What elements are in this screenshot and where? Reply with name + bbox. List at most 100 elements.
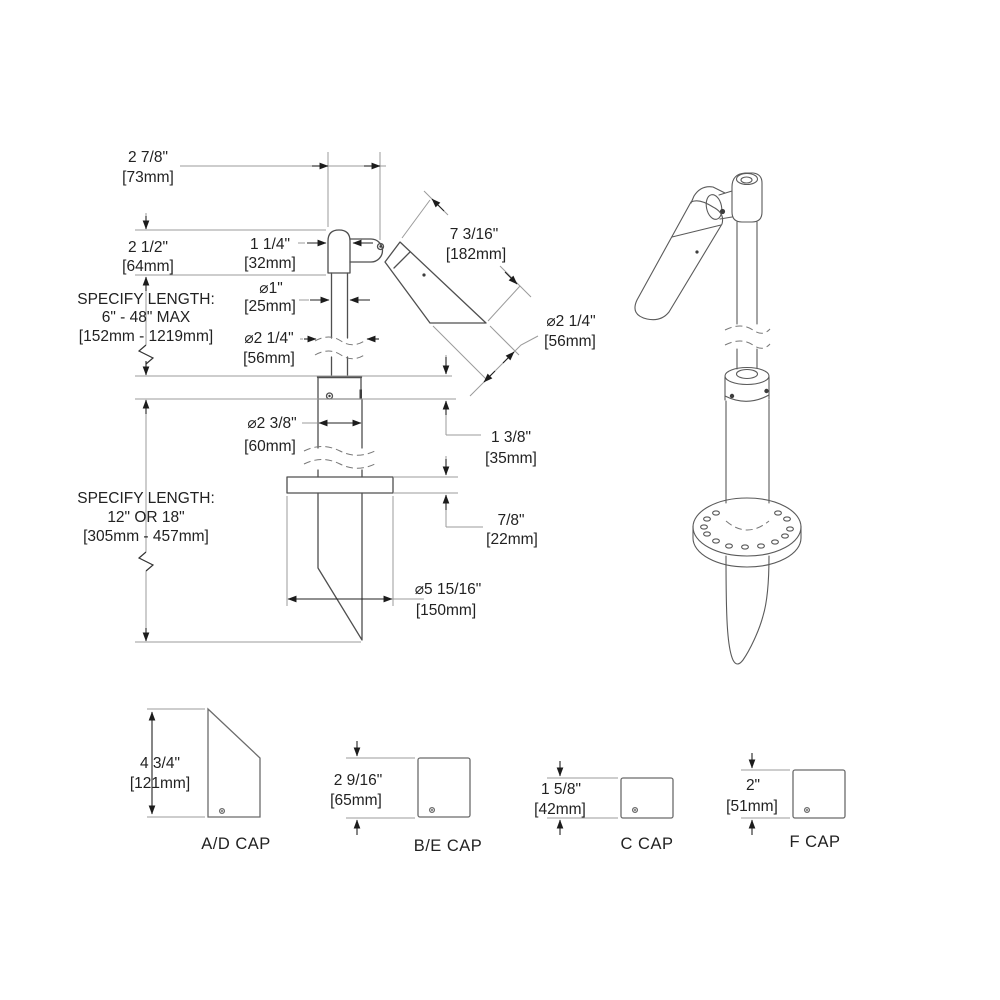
stake-outline xyxy=(317,492,363,641)
dim-stem-dia-mm: [25mm] xyxy=(244,298,296,315)
dim-stem-outer-dia-mm: [56mm] xyxy=(243,350,295,367)
iso-stem xyxy=(736,221,758,325)
dim-head-length-in: 7 3/16" xyxy=(450,226,499,243)
cap-f-label: F CAP xyxy=(789,833,840,851)
dimension-arrows xyxy=(142,162,518,642)
flange-outline xyxy=(286,476,394,494)
dim-flange-dia-in: ⌀5 15/16" xyxy=(415,581,482,598)
dim-collar-height-in: 1 3/8" xyxy=(491,429,531,446)
dim-stem-outer-dia-in: ⌀2 1/4" xyxy=(244,330,293,347)
iso-head-screw xyxy=(695,250,699,254)
cap-ad: 4 3/4" [121mm] A/D CAP xyxy=(130,707,271,853)
dim-knuckle-height-mm: [64mm] xyxy=(122,258,174,275)
iso-coupler-bottom-rim xyxy=(724,394,770,402)
cap-c-shape xyxy=(620,777,674,819)
cap-f-screw-dot xyxy=(806,809,808,811)
coupler-screw-dot xyxy=(328,394,331,398)
knuckle-outline xyxy=(327,229,351,274)
dim-knuckle-width-in: 1 1/4" xyxy=(250,236,290,253)
iso-coupler-screw xyxy=(729,393,735,399)
note-stem-length-2: 6" - 48" MAX xyxy=(102,309,191,326)
pivot-screw-icon xyxy=(376,242,385,251)
dim-head-length-mm: [182mm] xyxy=(446,246,506,263)
iso-break-line xyxy=(724,340,771,349)
dim-offset-top-in: 2 7/8" xyxy=(128,149,168,166)
coupler-side-screw xyxy=(359,389,362,399)
iso-pivot-screw xyxy=(719,208,726,215)
note-stem-length-1: SPECIFY LENGTH: xyxy=(77,291,215,308)
cap-f-screw xyxy=(803,806,811,814)
cap-be-screw xyxy=(428,806,436,814)
iso-elbow-body xyxy=(731,172,763,223)
note-stake-length-3: [305mm - 457mm] xyxy=(83,528,209,545)
dim-flange-thickness-in: 7/8" xyxy=(497,512,524,529)
dim-flange-thickness-mm: [22mm] xyxy=(486,531,538,548)
cap-be-in: 2 9/16" xyxy=(334,772,383,789)
note-stake-length-2: 12" OR 18" xyxy=(107,509,184,526)
note-stake-length-1: SPECIFY LENGTH: xyxy=(77,490,215,507)
cap-be-shape xyxy=(417,757,471,818)
break-zigzag xyxy=(137,344,155,365)
stem-break-line xyxy=(314,336,367,346)
dim-head-dia-mm: [56mm] xyxy=(544,333,596,350)
dim-flange-dia-mm: [150mm] xyxy=(416,602,476,619)
stem-break-line xyxy=(314,350,367,360)
cap-ad-label: A/D CAP xyxy=(201,835,271,853)
iso-coupler-top-rim xyxy=(724,366,770,386)
dim-head-dia-in: ⌀2 1/4" xyxy=(546,313,595,330)
cap-c-in: 1 5/8" xyxy=(541,781,581,798)
iso-lamp-head xyxy=(634,200,724,321)
cap-be-label: B/E CAP xyxy=(414,837,483,855)
dimension-labels: 2 7/8" [73mm] 2 1/2" [64mm] SPECIFY LENG… xyxy=(77,149,596,619)
note-stem-length-3: [152mm - 1219mm] xyxy=(79,328,213,345)
dim-sleeve-dia-in: ⌀2 3/8" xyxy=(247,415,296,432)
arm-lug-outline xyxy=(349,238,384,263)
cap-c: 1 5/8" [42mm] C CAP xyxy=(534,761,674,853)
isometric-view xyxy=(634,172,802,665)
iso-elbow-top-hole xyxy=(740,176,753,184)
iso-coupler-screw xyxy=(764,388,769,394)
stem-upper xyxy=(330,272,349,377)
cap-c-mm: [42mm] xyxy=(534,801,586,818)
iso-flange-bolt-holes xyxy=(700,510,794,550)
dim-collar-height-mm: [35mm] xyxy=(485,450,537,467)
dim-stem-dia-in: ⌀1" xyxy=(259,280,282,297)
dim-sleeve-dia-mm: [60mm] xyxy=(244,438,296,455)
tube-break-line xyxy=(303,446,378,456)
cap-ad-screw xyxy=(218,807,226,815)
iso-hidden-tube-arc xyxy=(725,520,770,531)
cap-f-shape xyxy=(792,769,846,819)
dim-knuckle-width-mm: [32mm] xyxy=(244,255,296,272)
iso-flange-top xyxy=(692,497,802,557)
orthographic-view: 2 7/8" [73mm] 2 1/2" [64mm] SPECIFY LENG… xyxy=(77,149,596,643)
iso-elbow-top-rim xyxy=(735,172,759,186)
cap-ad-in: 4 3/4" xyxy=(140,755,180,772)
lamp-head-outline xyxy=(384,241,487,324)
cap-be-mm: [65mm] xyxy=(330,792,382,809)
cap-profiles: 4 3/4" [121mm] A/D CAP 2 9/16" [65mm] B/… xyxy=(130,707,846,855)
cap-be: 2 9/16" [65mm] B/E CAP xyxy=(330,741,482,855)
cap-ad-screw-dot xyxy=(221,810,223,812)
cap-c-screw-dot xyxy=(634,809,636,811)
iso-arm-endcap xyxy=(705,194,723,220)
iso-tube xyxy=(725,399,770,504)
cap-be-screw-dot xyxy=(431,809,433,811)
break-zigzag xyxy=(137,551,155,572)
lamp-head-seam xyxy=(393,251,411,269)
pivot-screw-dot xyxy=(379,245,382,248)
cap-ad-mm: [121mm] xyxy=(130,775,190,792)
tube-break-line xyxy=(303,459,378,469)
fixture-outline xyxy=(286,229,487,641)
break-lines xyxy=(303,336,378,469)
cap-f-mm: [51mm] xyxy=(726,798,778,815)
head-screw-dot xyxy=(422,273,426,277)
dim-offset-top-mm: [73mm] xyxy=(122,169,174,186)
cap-c-screw xyxy=(631,806,639,814)
sleeve-tube xyxy=(317,398,363,478)
cap-f-in: 2" xyxy=(746,777,760,794)
dim-knuckle-height-in: 2 1/2" xyxy=(128,239,168,256)
iso-spike xyxy=(725,555,770,665)
cap-f: 2" [51mm] F CAP xyxy=(726,753,846,851)
